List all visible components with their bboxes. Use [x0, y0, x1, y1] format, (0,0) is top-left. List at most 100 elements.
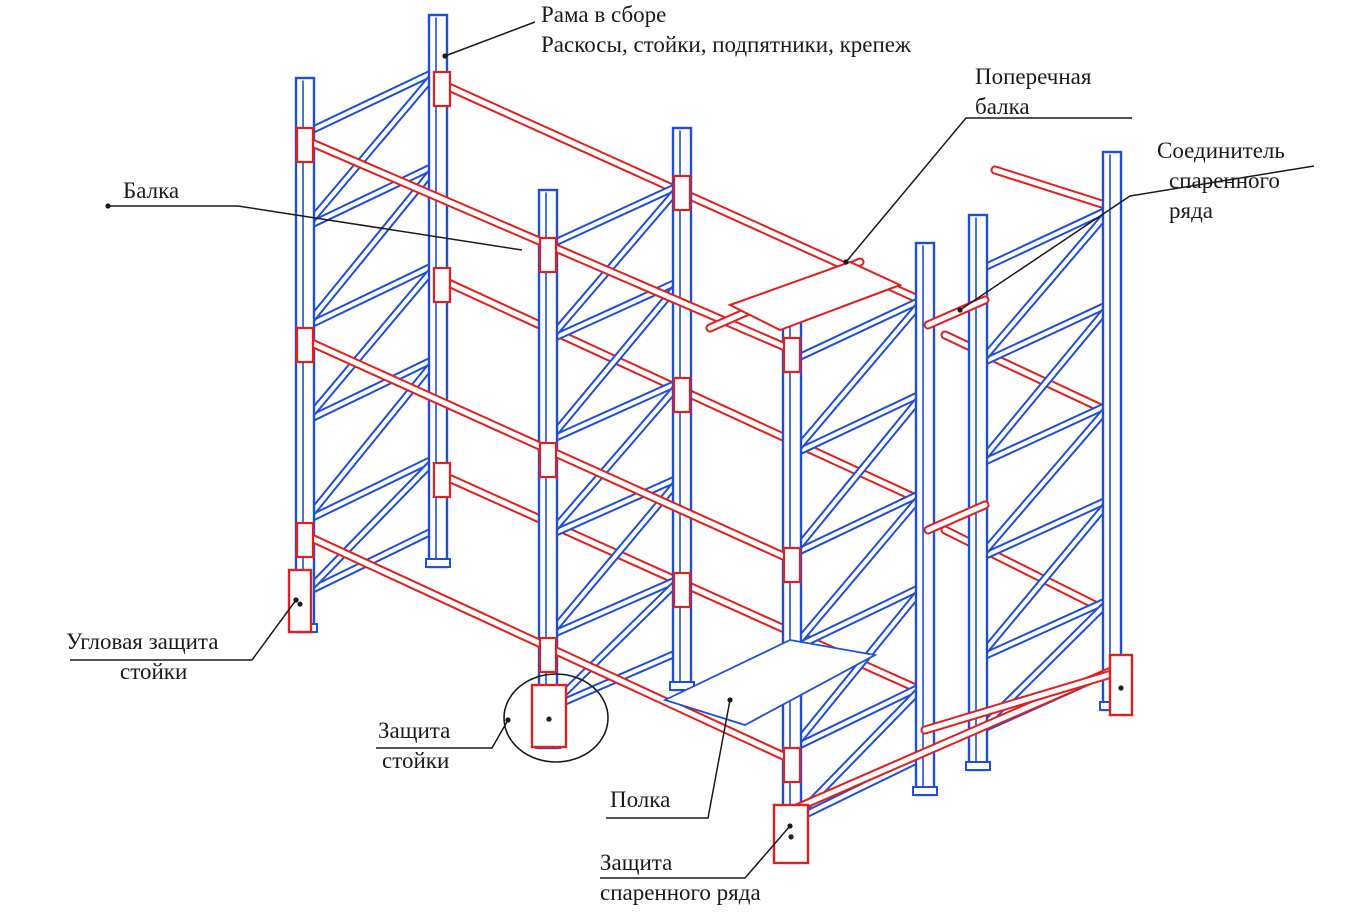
upright-guard-bolt [546, 716, 552, 722]
double-row-inner-beam-inner [922, 667, 1128, 733]
frame-right-diagonal-2 [788, 388, 929, 559]
frame-far-right-horizontal-3-inner [976, 495, 1114, 562]
frame-left-diagonal-1-inner [303, 68, 440, 230]
frame-far-right-front-upright [965, 213, 991, 772]
label-shelf-line1: Полка [610, 787, 671, 812]
beam-connector-plate-4 [538, 441, 558, 479]
frame-far-right-horizontal-2 [974, 399, 1116, 469]
frame-right-horizontal-0-inner [790, 296, 927, 363]
beam-connector-plate-5 [538, 636, 558, 674]
upright-guard [530, 683, 568, 749]
frame-middle-diagonal-3-inner [546, 378, 684, 538]
beam-connector-plate-11 [672, 571, 692, 609]
corner-guard-bolt [297, 601, 303, 607]
leader-upright-guard [376, 719, 509, 749]
corner-guard [287, 568, 313, 634]
frame-middle-horizontal-0 [544, 180, 686, 250]
label-connector: Соединитель спаренного ряда [1157, 136, 1285, 226]
frame-right-horizontal-2 [788, 487, 929, 559]
top-right-beam-inner [992, 167, 1108, 208]
beam-connector-plate-8 [782, 746, 802, 784]
frame-right-horizontal-1-inner [790, 390, 927, 457]
frame-right-horizontal-4 [788, 680, 929, 753]
top-right-beam [990, 165, 1110, 210]
frame-left-horizontal-4-inner [303, 454, 440, 524]
beam-connector-plate-7 [782, 546, 802, 584]
frame-left-back-upright-footplate [425, 558, 451, 568]
leader-cross-beam [845, 117, 1132, 263]
frame-far-right-back-upright-body [1101, 150, 1123, 712]
label-cross-beam-line2: балка [975, 94, 1030, 119]
leader-connector-dot [957, 307, 963, 313]
label-corner-guard-line1: Угловая защита [66, 629, 219, 654]
label-connector-line3: ряда [1169, 198, 1213, 223]
label-beam-line1: Балка [123, 178, 180, 203]
frame-right-horizontal-3 [788, 581, 929, 654]
frame-far-right-diagonal-4 [974, 493, 1116, 663]
frame-left-diagonal-5-inner [303, 454, 440, 596]
frame-left-diagonal-1 [301, 66, 442, 232]
leader-double-row-guard [600, 825, 791, 879]
frame-right-diagonal-3-inner [790, 489, 927, 652]
frame-far-right-front-upright-footplate [965, 761, 991, 771]
frame-right-horizontal-2-inner [790, 489, 927, 557]
frame-left-horizontal-0 [301, 66, 442, 138]
frame-right-diagonal-3 [788, 487, 929, 654]
leader-shelf-dot [727, 697, 733, 703]
leader-corner-guard [70, 599, 297, 661]
leader-beam [108, 205, 523, 251]
frame-left-horizontal-3-inner [303, 355, 440, 424]
label-beam: Балка [123, 176, 179, 206]
frame-right-horizontal-0 [788, 294, 929, 365]
frame-middle-horizontal-4-inner [546, 575, 684, 639]
frame-far-right-diagonal-3-inner [976, 401, 1114, 562]
label-connector-line1: Соединитель [1157, 138, 1285, 163]
label-frame-assembled-line1: Рама в сборе [541, 2, 667, 27]
frame-right-horizontal-5 [788, 752, 929, 826]
frame-middle-horizontal-0-inner [546, 182, 684, 248]
leader-lines [70, 21, 1315, 879]
double-row-guard-left-bolt [788, 834, 794, 840]
beam-connector-plate-10 [672, 376, 692, 414]
frame-right-horizontal-5-inner [790, 754, 927, 824]
label-frame-assembled: Рама в сборе Раскосы, стойки, подпятники… [541, 0, 911, 60]
frame-middle-diagonal-2-inner [546, 277, 684, 444]
frame-right-horizontal-4-inner [790, 682, 927, 751]
double-row-inner-beam [920, 665, 1130, 735]
label-frame-assembled-line2: Раскосы, стойки, подпятники, крепеж [541, 32, 911, 57]
front-beams [287, 70, 1134, 865]
frame-right-diagonal-1 [788, 294, 929, 459]
frame-right-diagonal-2-inner [790, 390, 927, 557]
connector-mid-inner [925, 502, 988, 533]
frame-middle-diagonal-1-inner [546, 182, 684, 343]
frame-middle-horizontal-2 [544, 376, 686, 446]
frame-far-right-diagonal-2-inner [976, 300, 1114, 467]
frame-far-right-diagonal-1-inner [976, 205, 1114, 367]
label-double-row-guard-line2: спаренного ряда [600, 880, 761, 905]
frame-middle-horizontal-3 [544, 472, 686, 540]
label-cross-beam: Поперечная балка [975, 62, 1091, 122]
beam-connector-plate-1 [295, 326, 315, 364]
beam-connector-plate-6 [782, 336, 802, 374]
label-corner-guard-line2: стойки [120, 659, 188, 684]
connector-mid [923, 500, 990, 535]
frame-far-right-horizontal-3 [974, 493, 1116, 564]
frame-right-back-upright-footplate [912, 786, 938, 796]
beam-connector-plate-2 [295, 521, 315, 559]
frame-left-horizontal-1 [301, 160, 442, 232]
frame-far-right-horizontal-4 [974, 594, 1116, 663]
double-row-guard-right-bolt [1118, 685, 1124, 691]
frame-far-right-horizontal-1-inner [976, 300, 1114, 367]
frame-left-diagonal-4-inner [303, 355, 440, 524]
beam-connector-plate-14 [432, 461, 452, 499]
frame-right-horizontal-1 [788, 388, 929, 459]
frame-middle-diagonal-2 [544, 275, 686, 446]
connector-top-inner [925, 297, 988, 328]
leader-shelf [606, 699, 731, 819]
shelf-panel [662, 639, 878, 726]
leader-frame-assembled [444, 21, 536, 57]
frame-left-diagonal-5 [301, 452, 442, 598]
beam-connector-plate-12 [432, 70, 452, 108]
frame-left-horizontal-2-inner [303, 261, 440, 330]
